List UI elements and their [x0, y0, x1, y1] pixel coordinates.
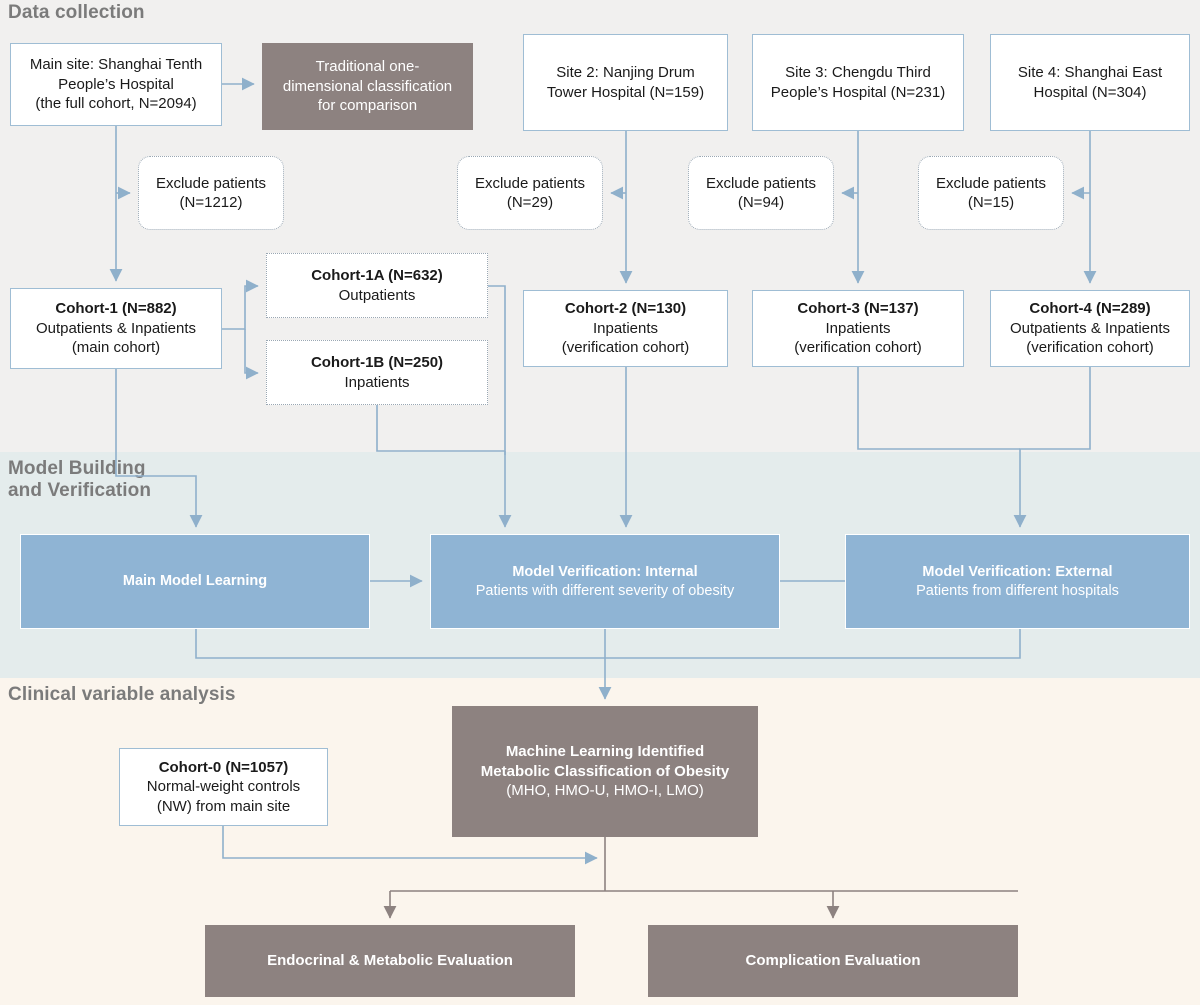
node-line: Patients from different hospitals [916, 582, 1119, 599]
node-line: Site 3: Chengdu Third [785, 64, 931, 81]
node-line: Exclude patients [155, 174, 267, 192]
node-site-2[interactable]: Site 2: Nanjing Drum Tower Hospital (N=1… [523, 34, 728, 131]
node-line: (verification cohort) [561, 339, 690, 357]
node-traditional-classification[interactable]: Traditional one- dimensional classificat… [262, 43, 473, 130]
node-line: (verification cohort) [794, 339, 922, 357]
node-line: (MHO, HMO-U, HMO-I, LMO) [506, 782, 704, 800]
node-line: (N=94) [737, 194, 785, 211]
node-line: Normal-weight controls [146, 778, 301, 796]
node-line: Exclude patients [935, 174, 1047, 192]
node-line: Endocrinal & Metabolic Evaluation [267, 952, 513, 970]
node-line: Outpatients & Inpatients [35, 319, 197, 337]
node-line: Machine Learning Identified [505, 743, 705, 761]
band-title-data-collection: Data collection [8, 2, 145, 23]
node-line: Exclude patients [705, 174, 817, 192]
node-line: Cohort-3 (N=137) [797, 300, 919, 318]
node-exclude-patients-3[interactable]: Exclude patients (N=94) [688, 156, 834, 230]
node-line: Traditional one- [315, 58, 420, 76]
node-cohort-1[interactable]: Cohort-1 (N=882) Outpatients & Inpatient… [10, 288, 222, 369]
node-line: Cohort-4 (N=289) [1029, 300, 1151, 318]
node-line: (N=1212) [179, 194, 243, 211]
node-site-4[interactable]: Site 4: Shanghai East Hospital (N=304) [990, 34, 1190, 131]
node-main-model-learning[interactable]: Main Model Learning [20, 534, 370, 629]
node-line: Cohort-1A (N=632) [311, 267, 443, 284]
band-title-model-building: Model Building and Verification [8, 458, 152, 502]
node-line: Complication Evaluation [745, 952, 921, 970]
node-line: (NW) from main site [156, 797, 291, 815]
node-line: Site 4: Shanghai East [1017, 64, 1163, 81]
node-line: Site 2: Nanjing Drum [556, 64, 695, 81]
node-line: (verification cohort) [1026, 339, 1154, 357]
node-line: Main Model Learning [122, 573, 268, 590]
node-main-site[interactable]: Main site: Shanghai Tenth People’s Hospi… [10, 43, 222, 126]
node-site-3[interactable]: Site 3: Chengdu Third People’s Hospital … [752, 34, 964, 131]
node-line: (N=15) [967, 194, 1015, 211]
node-line: Model Verification: Internal [512, 563, 698, 580]
node-line: Tower Hospital (N=159) [546, 83, 705, 101]
node-line: (the full cohort, N=2094) [35, 95, 197, 113]
node-exclude-patients-1[interactable]: Exclude patients (N=1212) [138, 156, 284, 230]
node-cohort-3[interactable]: Cohort-3 (N=137) Inpatients (verificatio… [752, 290, 964, 367]
node-line: for comparison [317, 97, 418, 115]
node-cohort-2[interactable]: Cohort-2 (N=130) Inpatients (verificatio… [523, 290, 728, 367]
node-model-verification-internal[interactable]: Model Verification: Internal Patients wi… [430, 534, 780, 629]
node-line: Cohort-2 (N=130) [564, 300, 687, 318]
node-line: Inpatients [825, 319, 891, 337]
node-line: Outpatients & Inpatients [1009, 319, 1171, 337]
node-line: Hospital (N=304) [1033, 83, 1147, 101]
node-line: Inpatients [592, 319, 659, 337]
node-line: Exclude patients [474, 174, 586, 192]
node-endocrinal-metabolic-evaluation[interactable]: Endocrinal & Metabolic Evaluation [205, 925, 575, 997]
node-complication-evaluation[interactable]: Complication Evaluation [648, 925, 1018, 997]
node-ml-metabolic-classification[interactable]: Machine Learning Identified Metabolic Cl… [452, 706, 758, 837]
node-line: Outpatients [338, 286, 416, 304]
node-line: Main site: Shanghai Tenth [29, 56, 203, 74]
node-line: (N=29) [506, 194, 554, 211]
node-line: dimensional classification [282, 77, 453, 95]
node-model-verification-external[interactable]: Model Verification: External Patients fr… [845, 534, 1190, 629]
node-line: Cohort-0 (N=1057) [158, 758, 289, 776]
node-cohort-1a[interactable]: Cohort-1A (N=632) Outpatients [266, 253, 488, 318]
node-exclude-patients-4[interactable]: Exclude patients (N=15) [918, 156, 1064, 230]
node-line: Cohort-1B (N=250) [310, 354, 444, 371]
node-line: Inpatients [344, 373, 410, 391]
node-line: Cohort-1 (N=882) [55, 300, 177, 318]
node-line: People’s Hospital [58, 75, 174, 93]
node-line: Patients with different severity of obes… [475, 582, 735, 599]
node-line: Model Verification: External [922, 563, 1113, 580]
node-cohort-0[interactable]: Cohort-0 (N=1057) Normal-weight controls… [119, 748, 328, 826]
band-title-clinical-analysis: Clinical variable analysis [8, 684, 236, 705]
node-line: People’s Hospital (N=231) [770, 83, 946, 101]
node-cohort-4[interactable]: Cohort-4 (N=289) Outpatients & Inpatient… [990, 290, 1190, 367]
node-exclude-patients-2[interactable]: Exclude patients (N=29) [457, 156, 603, 230]
node-line: (main cohort) [71, 339, 161, 357]
node-line: Metabolic Classification of Obesity [480, 762, 730, 780]
node-cohort-1b[interactable]: Cohort-1B (N=250) Inpatients [266, 340, 488, 405]
